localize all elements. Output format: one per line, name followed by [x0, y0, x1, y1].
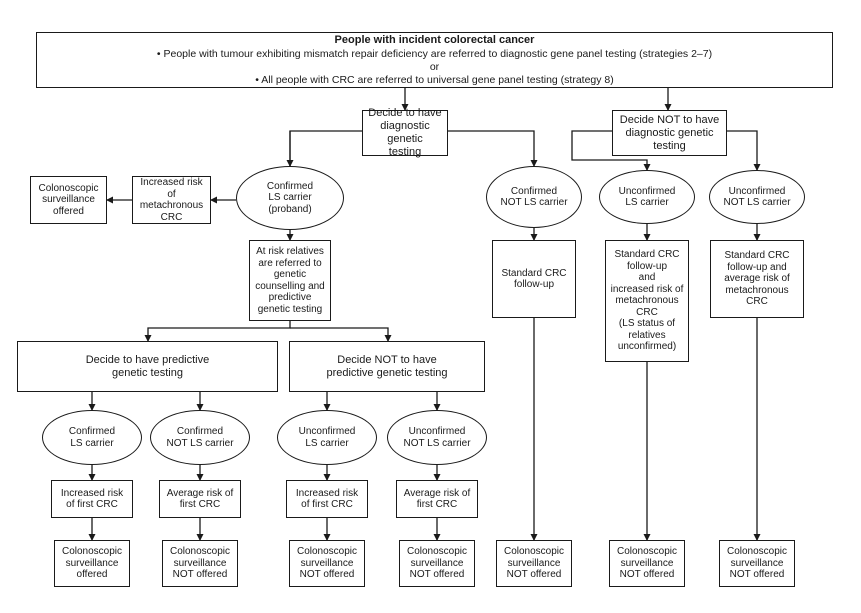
decide-predictive-testing-text: Decide to have predictive genetic testin… — [85, 353, 210, 379]
colonoscopic-offered-relative-box: Colonoscopic surveillance offered — [54, 540, 130, 587]
arrow-to-unconfirmed-ls — [571, 130, 651, 171]
colonoscopic-not-offered-text-4: Colonoscopic surveillance NOT offered — [503, 546, 565, 581]
colonoscopic-not-offered-text-3: Colonoscopic surveillance NOT offered — [406, 546, 468, 581]
relative-increased-risk-box-1: Increased risk of first CRC — [51, 480, 133, 518]
colonoscopic-not-offered-text-2: Colonoscopic surveillance NOT offered — [296, 546, 358, 581]
relative-average-risk-text-1: Average risk of first CRC — [166, 487, 234, 511]
unconfirmed-ls-text: Unconfirmed LS carrier — [618, 185, 676, 209]
colonoscopic-offered-relative-text: Colonoscopic surveillance offered — [61, 546, 123, 581]
arrow-relatives-to-decide-not-pred — [290, 327, 392, 342]
decide-not-diagnostic-testing-box: Decide NOT to have diagnostic genetic te… — [612, 110, 727, 156]
at-risk-relatives-text: At risk relatives are referred to geneti… — [255, 246, 325, 315]
colonoscopic-not-offered-text-6: Colonoscopic surveillance NOT offered — [726, 546, 788, 581]
relative-average-risk-box-1: Average risk of first CRC — [159, 480, 241, 518]
colonoscopic-not-offered-text-5: Colonoscopic surveillance NOT offered — [616, 546, 678, 581]
relative-confirmed-not-ls-text: Confirmed NOT LS carrier — [166, 426, 234, 449]
arrow-to-confirmed-not-ls — [448, 130, 538, 167]
relative-unconfirmed-ls-text: Unconfirmed LS carrier — [298, 426, 356, 449]
standard-increased-risk-box: Standard CRC follow-up and increased ris… — [605, 240, 689, 362]
confirmed-ls-proband-oval: Confirmed LS carrier (proband) — [236, 166, 344, 230]
unconfirmed-ls-oval: Unconfirmed LS carrier — [599, 170, 695, 224]
incident-crc-line1: • People with tumour exhibiting mismatch… — [156, 47, 713, 60]
standard-followup-text: Standard CRC follow-up — [501, 267, 567, 291]
colonoscopic-not-offered-box-5: Colonoscopic surveillance NOT offered — [609, 540, 685, 587]
relative-confirmed-not-ls-oval: Confirmed NOT LS carrier — [150, 410, 250, 465]
unconfirmed-not-ls-text: Unconfirmed NOT LS carrier — [723, 185, 791, 209]
standard-average-risk-text: Standard CRC follow-up and average risk … — [724, 250, 790, 308]
decide-not-predictive-testing-box: Decide NOT to have predictive genetic te… — [289, 341, 485, 392]
incident-crc-box: People with incident colorectal cancer •… — [36, 32, 833, 88]
connector-diag-left — [289, 130, 362, 166]
at-risk-relatives-box: At risk relatives are referred to geneti… — [249, 240, 331, 321]
relative-unconfirmed-ls-oval: Unconfirmed LS carrier — [277, 410, 377, 465]
confirmed-not-ls-oval: Confirmed NOT LS carrier — [486, 166, 582, 228]
arrow-to-unconfirmed-not-ls — [727, 130, 761, 171]
increased-risk-metachronous-box: Increased risk of metachronous CRC — [132, 176, 211, 224]
colonoscopic-not-offered-box-3: Colonoscopic surveillance NOT offered — [399, 540, 475, 587]
incident-crc-line2: • All people with CRC are referred to un… — [255, 73, 614, 86]
relative-unconfirmed-not-ls-text: Unconfirmed NOT LS carrier — [403, 426, 471, 449]
standard-followup-box: Standard CRC follow-up — [492, 240, 576, 318]
relative-average-risk-text-2: Average risk of first CRC — [403, 487, 471, 511]
relative-increased-risk-box-2: Increased risk of first CRC — [286, 480, 368, 518]
increased-risk-metachronous-text: Increased risk of metachronous CRC — [139, 177, 204, 223]
unconfirmed-not-ls-oval: Unconfirmed NOT LS carrier — [709, 170, 805, 224]
decide-diagnostic-testing-box: Decide to have diagnostic genetic testin… — [362, 107, 448, 158]
colonoscopic-not-offered-box-4: Colonoscopic surveillance NOT offered — [496, 540, 572, 587]
colonoscopic-not-offered-text-1: Colonoscopic surveillance NOT offered — [169, 546, 231, 581]
standard-average-risk-box: Standard CRC follow-up and average risk … — [710, 240, 804, 318]
colonoscopic-offered-proband-box: Colonoscopic surveillance offered — [30, 176, 107, 224]
decide-not-diagnostic-testing-text: Decide NOT to have diagnostic genetic te… — [619, 113, 720, 152]
incident-crc-title: People with incident colorectal cancer — [334, 33, 535, 46]
relative-average-risk-box-2: Average risk of first CRC — [396, 480, 478, 518]
confirmed-not-ls-text: Confirmed NOT LS carrier — [500, 185, 568, 209]
colonoscopic-not-offered-box-2: Colonoscopic surveillance NOT offered — [289, 540, 365, 587]
relative-confirmed-ls-oval: Confirmed LS carrier — [42, 410, 142, 465]
arrow-relatives-to-decide-pred — [144, 321, 291, 342]
standard-increased-risk-text: Standard CRC follow-up and increased ris… — [610, 249, 684, 353]
colonoscopic-not-offered-box-1: Colonoscopic surveillance NOT offered — [162, 540, 238, 587]
colonoscopic-not-offered-box-6: Colonoscopic surveillance NOT offered — [719, 540, 795, 587]
decide-not-predictive-testing-text: Decide NOT to have predictive genetic te… — [326, 353, 448, 379]
decide-diagnostic-testing-text: Decide to have diagnostic genetic testin… — [368, 107, 442, 158]
relative-increased-risk-text-1: Increased risk of first CRC — [60, 487, 124, 511]
confirmed-ls-proband-text: Confirmed LS carrier (proband) — [266, 180, 314, 215]
relative-increased-risk-text-2: Increased risk of first CRC — [295, 487, 359, 511]
relative-confirmed-ls-text: Confirmed LS carrier — [68, 426, 116, 449]
relative-unconfirmed-not-ls-oval: Unconfirmed NOT LS carrier — [387, 410, 487, 465]
decide-predictive-testing-box: Decide to have predictive genetic testin… — [17, 341, 278, 392]
incident-crc-or: or — [429, 60, 440, 73]
colonoscopic-offered-proband-text: Colonoscopic surveillance offered — [38, 182, 99, 217]
